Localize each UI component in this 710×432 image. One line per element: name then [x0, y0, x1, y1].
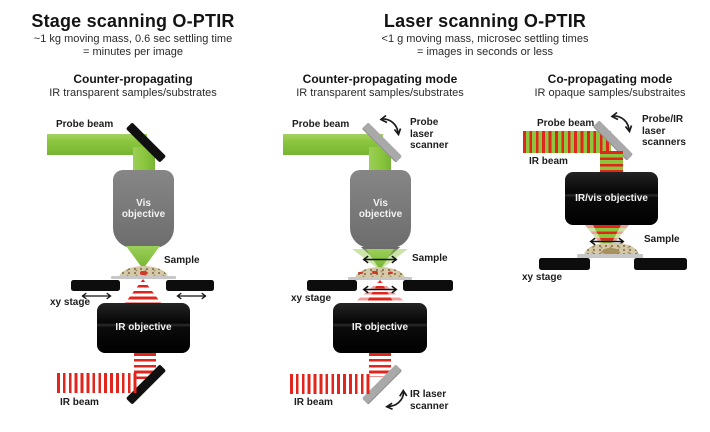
ir-beam-horizontal: [57, 373, 139, 393]
combined-beam-vertical: [600, 151, 623, 174]
vis-objective-body: Vis objective: [350, 170, 411, 248]
xy-stage-bar-right: [403, 280, 453, 291]
xy-stage-bar-left: [71, 280, 120, 291]
ir-beam-vertical: [369, 353, 391, 377]
ir-laser-scanner-label: IR laser scanner: [410, 389, 449, 412]
mode-subtitle: IR transparent samples/substrates: [296, 87, 464, 99]
stage-scanning-title: Stage scanning O-PTIR: [31, 11, 235, 31]
laser-scanning-subtitle-2: = images in seconds or less: [416, 45, 554, 58]
sample-label: Sample: [164, 255, 200, 266]
mode-title: Co-propagating mode: [547, 72, 673, 86]
stage-scanning-header: Stage scanning O-PTIR ~1 kg moving mass,…: [8, 11, 258, 58]
probe-ir-laser-scanners-label: Probe/IR laser scanners: [642, 114, 686, 148]
mode-header-counter-propagating: Counter-propagating IR transparent sampl…: [13, 72, 253, 100]
mode-header-counter-propagating-mode: Counter-propagating mode IR transparent …: [260, 72, 500, 100]
xy-stage-bar-right: [166, 280, 214, 291]
ir-beam-label: IR beam: [529, 156, 568, 167]
sample-slide: [348, 277, 412, 280]
xy-stage-bar-left: [539, 258, 590, 270]
double-arrow-icon: [81, 292, 112, 300]
vis-objective-label: Vis objective: [121, 197, 166, 221]
ir-vis-objective-body: IR/vis objective: [565, 172, 658, 225]
laser-scanning-title: Laser scanning O-PTIR: [383, 11, 587, 31]
thermal-hotspot: [388, 272, 393, 274]
laser-scanning-subtitle-1: <1 g moving mass, microsec settling time…: [381, 33, 589, 45]
vis-objective-label: Vis objective: [358, 197, 403, 221]
stage-scanning-subtitle-2: = minutes per image: [83, 45, 183, 58]
xy-stage-label: xy stage: [50, 297, 91, 308]
double-arrow-icon: [362, 285, 398, 294]
stage-scanning-subtitle-1: ~1 kg moving mass, 0.6 sec settling time: [33, 33, 233, 45]
ir-beam-label: IR beam: [60, 397, 99, 408]
probe-beam-label: Probe beam: [292, 119, 350, 130]
ir-objective-body: IR objective: [333, 303, 427, 353]
probe-beam-horizontal: [47, 134, 147, 155]
mode-title: Counter-propagating mode: [302, 72, 458, 86]
mode-subtitle: IR transparent samples/substrates: [49, 87, 217, 99]
sample-slide: [577, 254, 643, 258]
probe-laser-scanner-label: Probe laser scanner: [410, 117, 449, 151]
xy-stage-bar-right: [634, 258, 687, 270]
sample-label: Sample: [412, 253, 448, 264]
probe-beam-label: Probe beam: [56, 119, 114, 130]
probe-beam-horizontal: [283, 134, 383, 155]
mode-header-co-propagating-mode: Co-propagating mode IR opaque samples/su…: [490, 72, 710, 100]
double-arrow-icon: [362, 255, 398, 264]
ir-beam-horizontal: [290, 374, 372, 394]
xy-stage-label: xy stage: [522, 272, 563, 283]
combined-beam-horizontal: [523, 131, 611, 153]
vis-objective-body: Vis objective: [113, 170, 174, 248]
ir-focus-cone: [125, 279, 161, 303]
ir-objective-label: IR objective: [115, 322, 172, 334]
probe-beam-label: Probe beam: [537, 118, 595, 129]
xy-stage-label: xy stage: [291, 293, 332, 304]
thermal-hotspot: [372, 271, 378, 274]
mode-subtitle: IR opaque samples/substraites: [534, 87, 686, 99]
xy-stage-bar-left: [307, 280, 357, 291]
scan-arc-icon: [379, 114, 402, 137]
ir-beam-label: IR beam: [294, 397, 333, 408]
sample-feature: [602, 248, 619, 255]
sample-label: Sample: [644, 234, 680, 245]
thermal-hotspot: [358, 272, 363, 274]
mode-title: Counter-propagating: [73, 72, 193, 86]
laser-scanning-header: Laser scanning O-PTIR <1 g moving mass, …: [285, 11, 685, 58]
double-arrow-icon: [176, 292, 207, 300]
ir-objective-label: IR objective: [351, 322, 409, 334]
scan-arc-icon: [385, 389, 408, 411]
sample-slide: [111, 276, 176, 279]
ir-vis-objective-label: IR/vis objective: [575, 192, 648, 204]
ir-objective-body: IR objective: [97, 303, 190, 353]
thermal-hotspot: [140, 271, 147, 275]
sample-dome: [355, 267, 405, 279]
scan-arc-icon: [610, 111, 633, 134]
